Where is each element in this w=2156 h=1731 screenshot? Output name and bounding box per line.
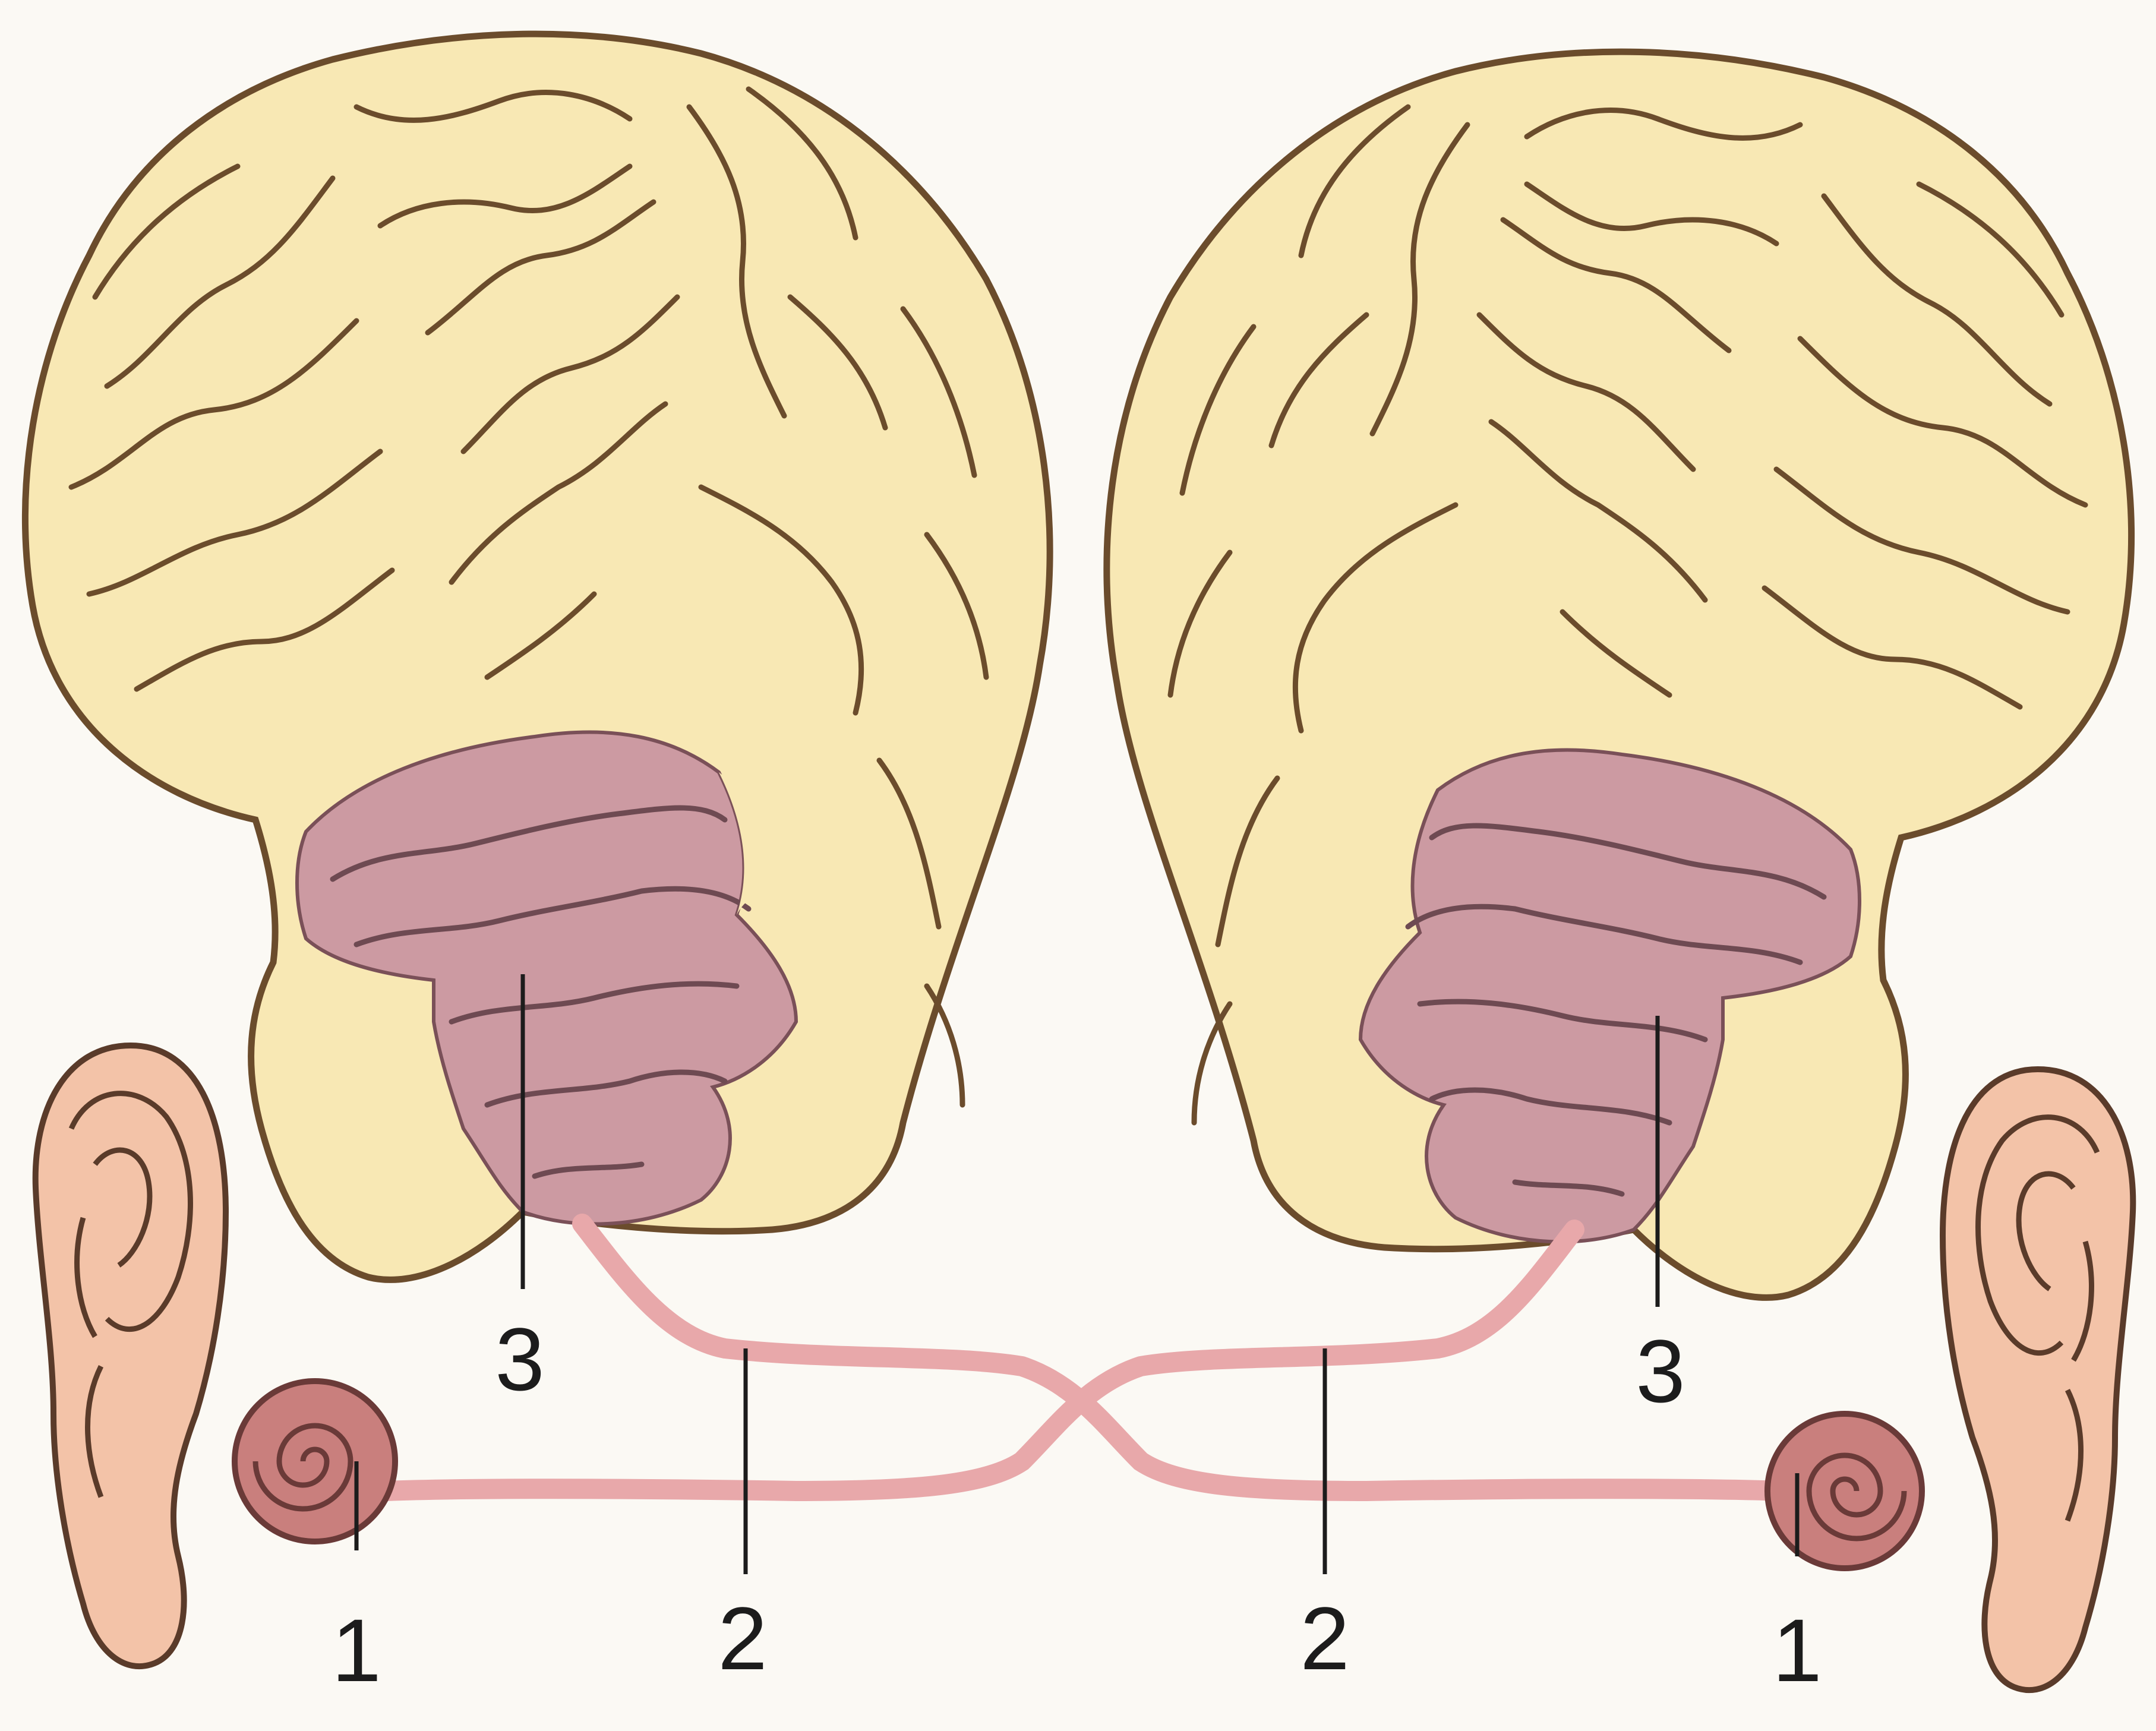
right-ear-icon bbox=[1943, 1069, 2133, 1690]
label-left-nerve: 2 bbox=[718, 1588, 767, 1688]
label-right-receptor: 1 bbox=[1772, 1600, 1822, 1700]
label-right-nerve: 2 bbox=[1300, 1588, 1349, 1688]
auditory-nerves bbox=[386, 1224, 1782, 1491]
right-cochlea-icon bbox=[1767, 1414, 1922, 1568]
label-left-receptor: 1 bbox=[332, 1600, 381, 1700]
left-cochlea-icon bbox=[235, 1381, 395, 1542]
label-right-cortex: 3 bbox=[1636, 1321, 1685, 1421]
label-left-cortex: 3 bbox=[495, 1309, 544, 1409]
labels: 3 2 1 3 2 1 bbox=[332, 1309, 1822, 1700]
left-ear-icon bbox=[36, 1045, 226, 1666]
